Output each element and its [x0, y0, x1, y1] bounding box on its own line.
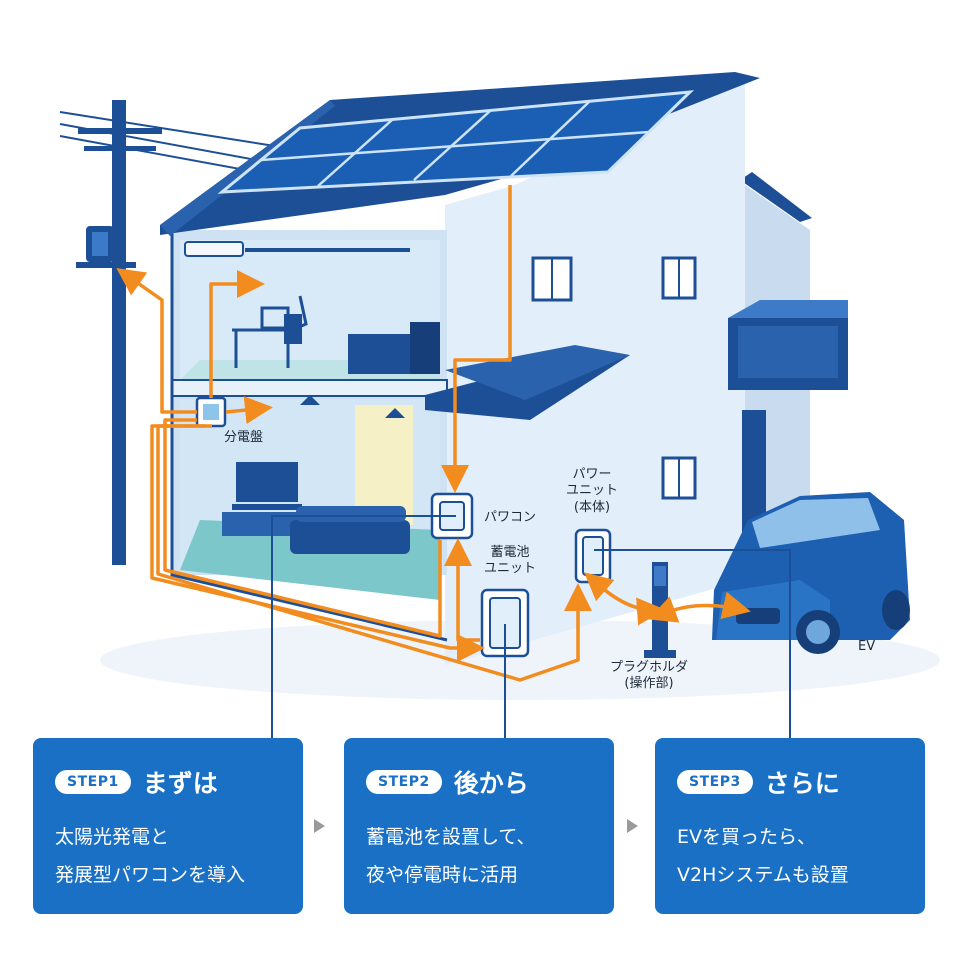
step-description-line: 発展型パワコンを導入 — [55, 864, 246, 886]
step-description-line: V2Hシステムも設置 — [677, 864, 849, 886]
plug-holder-label: プラグホルダ (操作部) — [610, 660, 688, 693]
step-badge: STEP2 — [366, 770, 442, 794]
solar-panel-icon — [217, 90, 695, 194]
breaker-panel-icon — [195, 396, 227, 428]
step-card-1: STEP1 まずは 太陽光発電と 発展型パワコンを導入 — [33, 738, 303, 914]
step-description-line: EVを買ったら、 — [677, 826, 817, 848]
power-unit-label-line2: ユニット — [566, 483, 619, 499]
storage-battery-label: 蓄電池 ユニット — [484, 545, 536, 578]
power-unit-label: パワー ユニット (本体) — [566, 467, 618, 516]
step-badge: STEP3 — [677, 770, 753, 794]
step-separator-arrow-icon — [314, 819, 325, 833]
step-description-line: 太陽光発電と — [55, 826, 170, 848]
plug-holder-label-line1: プラグホルダ — [610, 660, 689, 675]
step-header: STEP1 まずは — [55, 764, 218, 800]
v2h-unit-icon — [574, 528, 612, 584]
storage-battery-label-line1: 蓄電池 — [490, 545, 530, 560]
step-description: EVを買ったら、 V2Hシステムも設置 — [677, 818, 849, 894]
step-title: 後から — [453, 769, 529, 798]
step-header: STEP2 後から — [366, 764, 529, 800]
step-description: 太陽光発電と 発展型パワコンを導入 — [55, 818, 245, 894]
power-conditioner-label: パワコン — [484, 510, 537, 525]
step-title: まずは — [142, 769, 218, 798]
step-title: さらに — [764, 769, 840, 798]
step-description: 蓄電池を設置して、 夜や停電時に活用 — [366, 818, 535, 894]
step-header: STEP3 さらに — [677, 764, 840, 800]
power-unit-label-line3: (本体) — [573, 499, 611, 515]
utility-pole-icon — [59, 100, 301, 565]
step-card-2: STEP2 後から 蓄電池を設置して、 夜や停電時に活用 — [344, 738, 614, 914]
breaker-panel-label: 分電盤 — [224, 430, 264, 445]
step-separator-arrow-icon — [627, 819, 638, 833]
storage-battery-label-line2: ユニット — [484, 561, 537, 577]
step-description-line: 夜や停電時に活用 — [366, 864, 519, 886]
ev-label: EV — [858, 639, 876, 654]
step-card-3: STEP3 さらに EVを買ったら、 V2Hシステムも設置 — [655, 738, 925, 914]
plug-holder-label-line2: (操作部) — [624, 676, 674, 692]
step-badge: STEP1 — [55, 770, 131, 794]
step-description-line: 蓄電池を設置して、 — [366, 826, 536, 848]
battery-unit-icon — [480, 588, 530, 658]
power-unit-label-line1: パワー — [572, 467, 612, 482]
